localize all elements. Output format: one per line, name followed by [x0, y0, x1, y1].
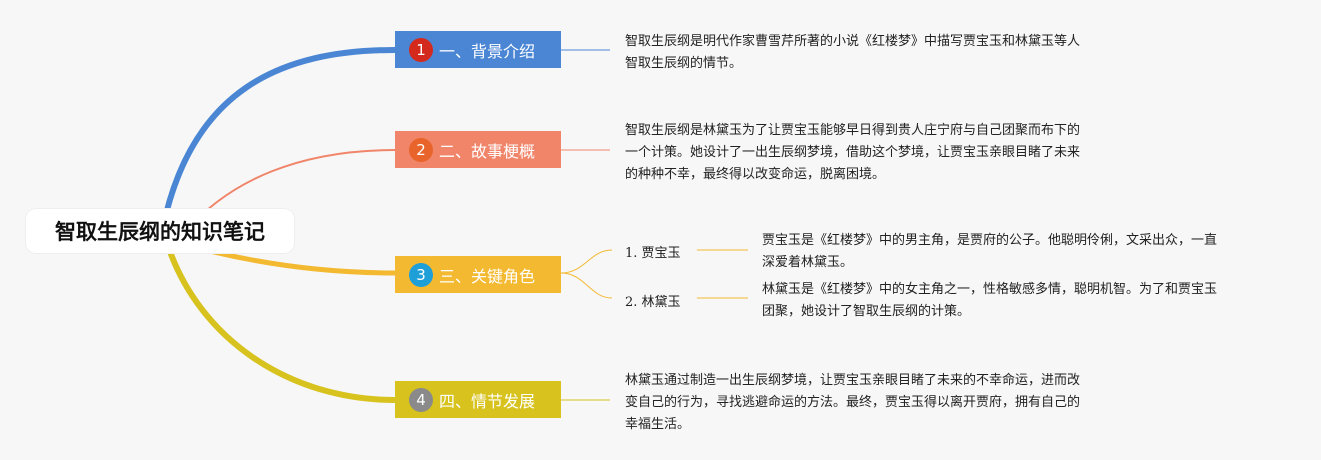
- note-line: 智取生辰纲是明代作家曹雪芹所著的小说《红楼梦》中描写贾宝玉和林黛玉等人: [625, 34, 1081, 49]
- branch-label: 三、关键角色: [439, 266, 536, 286]
- number-badge-2: 2: [409, 137, 433, 162]
- note-line: 一个计策。她设计了一出生辰纲梦境，借助这个梦境，让贾宝玉亲眼目睹了未来: [625, 145, 1081, 160]
- note-line: 智取生辰纲是林黛玉为了让贾宝玉能够早日得到贵人庄宁府与自己团聚而布下的: [625, 123, 1081, 138]
- note-synopsis: 智取生辰纲是林黛玉为了让贾宝玉能够早日得到贵人庄宁府与自己团聚而布下的 一个计策…: [625, 120, 1080, 186]
- note-plot-development: 林黛玉通过制造一出生辰纲梦境，让贾宝玉亲眼目睹了未来的不幸命运，进而改 变自己的…: [625, 370, 1080, 436]
- note-line: 林黛玉是《红楼梦》中的女主角之一，性格敏感多情，聪明机智。为了和贾宝玉: [762, 282, 1218, 297]
- note-line: 的种种不幸，最终得以改变命运，脱离困境。: [625, 167, 886, 182]
- branch-background[interactable]: 1 一、背景介绍: [395, 31, 561, 68]
- subtopic-jia-baoyu[interactable]: 1. 贾宝玉: [625, 246, 681, 261]
- note-lin-daiyu: 林黛玉是《红楼梦》中的女主角之一，性格敏感多情，聪明机智。为了和贾宝玉 团聚，她…: [762, 279, 1217, 323]
- note-line: 智取生辰纲的情节。: [625, 56, 743, 71]
- subtopic-lin-daiyu[interactable]: 2. 林黛玉: [625, 295, 681, 310]
- note-line: 深爱着林黛玉。: [762, 255, 854, 270]
- branch-plot-development[interactable]: 4 四、情节发展: [395, 381, 561, 418]
- branch-label: 一、背景介绍: [439, 41, 536, 61]
- note-line: 变自己的行为，寻找逃避命运的方法。最终，贾宝玉得以离开贾府，拥有自己的: [625, 395, 1081, 410]
- branch-key-characters[interactable]: 3 三、关键角色: [395, 256, 561, 293]
- note-jia-baoyu: 贾宝玉是《红楼梦》中的男主角，是贾府的公子。他聪明伶俐，文采出众，一直 深爱着林…: [762, 230, 1217, 274]
- connector-sub-2: [560, 272, 613, 299]
- branch-label: 四、情节发展: [439, 391, 536, 411]
- connector-sub-1: [560, 249, 613, 274]
- number-badge-4: 4: [409, 387, 433, 412]
- number-badge-3: 3: [409, 262, 433, 287]
- root-topic[interactable]: 智取生辰纲的知识笔记: [26, 209, 294, 253]
- connector-branch-4: [165, 243, 398, 403]
- connector-branch-1: [159, 47, 398, 235]
- note-line: 团聚，她设计了智取生辰纲的计策。: [762, 304, 971, 319]
- note-line: 林黛玉通过制造一出生辰纲梦境，让贾宝玉亲眼目睹了未来的不幸命运，进而改: [625, 373, 1081, 388]
- branch-label: 二、故事梗概: [439, 141, 536, 161]
- branch-synopsis[interactable]: 2 二、故事梗概: [395, 131, 561, 168]
- number-badge-1: 1: [409, 37, 433, 62]
- note-line: 贾宝玉是《红楼梦》中的男主角，是贾府的公子。他聪明伶俐，文采出众，一直: [762, 233, 1218, 248]
- note-background: 智取生辰纲是明代作家曹雪芹所著的小说《红楼梦》中描写贾宝玉和林黛玉等人 智取生辰…: [625, 31, 1080, 75]
- note-line: 幸福生活。: [625, 417, 691, 432]
